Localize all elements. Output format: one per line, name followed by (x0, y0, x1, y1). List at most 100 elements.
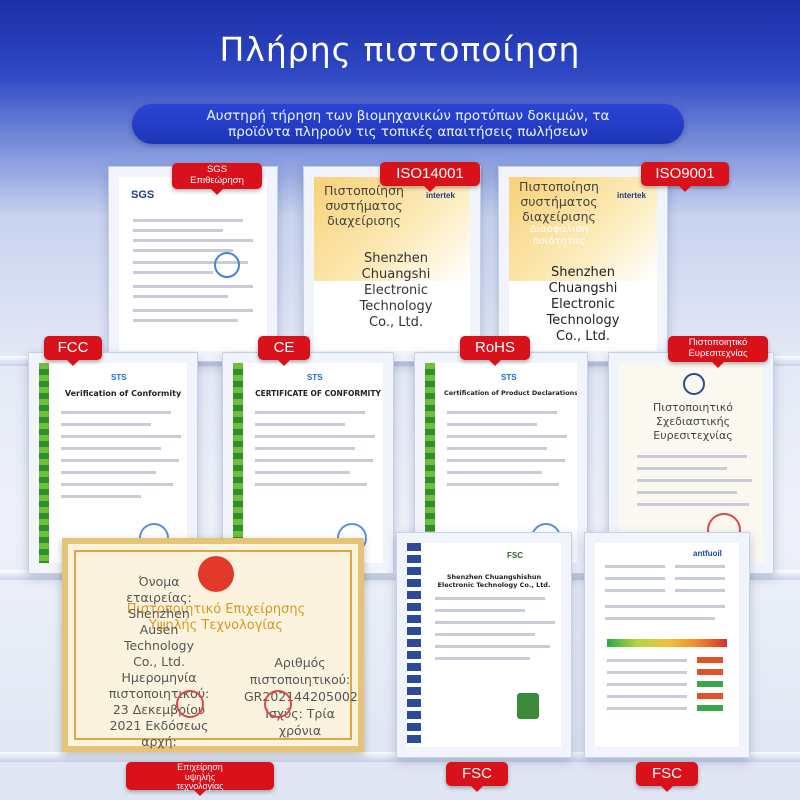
hightech-validity-line-1: Ισχύς: Τρία (265, 706, 335, 721)
hightech-number-line-3: GR202144205002 (244, 689, 358, 704)
fsc1-side-band (407, 543, 421, 747)
rating-scale-bar (607, 639, 727, 647)
tag-iso14001: ISO14001 (380, 162, 480, 192)
certificate-iso9001: intertek Πιστοποίηση συστήματος διαχείρι… (498, 166, 668, 362)
rating-mark-5 (697, 705, 723, 711)
tag-patent-line-1: Πιστοποιητικό (688, 337, 748, 348)
iso9001-caption-line-1: Πιστοποίηση (519, 179, 599, 194)
fsc2-logo-text: antfuoil (693, 549, 722, 558)
fsc1-company-line-1: Shenzhen Chuangshishun (446, 573, 542, 581)
tag-fsc-1: FSC (446, 762, 508, 792)
iso9001-caption-line-4: Διασφάλιση (529, 224, 589, 235)
fcc-logo-text: STS (111, 373, 127, 382)
subtitle-line-1: Αυστηρή τήρηση των βιομηχανικών προτύπων… (206, 108, 610, 124)
tag-patent-line-2: Ευρεσιτεχνίας (688, 348, 748, 359)
certificate-sgs: SGS (108, 166, 278, 362)
sgs-logo-text: SGS (131, 189, 155, 201)
tag-patent: Πιστοποιητικό Ευρεσιτεχνίας (668, 336, 768, 368)
hightech-number-line-2: πιστοποιητικού: (249, 672, 351, 687)
tag-sgs: SGS Επιθεώρηση (172, 163, 262, 195)
iso14001-caption-line-1: Πιστοποίηση (324, 183, 404, 198)
rating-mark-1 (697, 657, 723, 663)
fcc-heading: Verification of Conformity (64, 389, 182, 398)
certificate-fcc: STS Verification of Conformity (28, 352, 198, 574)
iso14001-logo-text: intertek (426, 191, 455, 200)
sgs-seal-icon (214, 252, 240, 278)
fsc1-company: Shenzhen Chuangshishun Electronic Techno… (429, 573, 559, 589)
iso14001-company-line-5: Co., Ltd. (369, 315, 423, 330)
subtitle-banner: Αυστηρή τήρηση των βιομηχανικών προτύπων… (132, 104, 684, 144)
tag-fcc: FCC (44, 336, 102, 366)
hightech-company-line-2: εταιρείας: (126, 590, 192, 605)
rating-mark-2 (697, 669, 723, 675)
tag-iso9001: ISO9001 (641, 162, 729, 192)
page-title: Πλήρης πιστοποίηση (219, 30, 581, 69)
rating-mark-3 (697, 681, 723, 687)
iso9001-caption-line-3: διαχείρισης (522, 209, 596, 224)
hightech-company-line-5: Technology (123, 638, 195, 653)
ce-logo-text: STS (307, 373, 323, 382)
hightech-date-line-5: αρχή: (141, 734, 177, 749)
tag-sgs-line-1: SGS (206, 164, 228, 175)
patent-caption-line-2: Σχεδιαστικής (655, 415, 731, 428)
iso9001-caption-line-5: ποιότητας (532, 236, 586, 247)
iso9001-logo-text: intertek (617, 191, 646, 200)
hightech-emblem-icon (198, 556, 234, 592)
iso14001-company-line-1: Shenzhen (363, 251, 429, 266)
fsc1-company-line-2: Electronic Technology Co., Ltd. (437, 581, 551, 589)
iso14001-caption-line-2: συστήματος (325, 198, 403, 213)
hightech-title: Πιστοποιητικό Επιχείρησης Υψηλής Τεχνολο… (106, 602, 326, 634)
rohs-heading: Certification of Product Declarations (443, 389, 577, 397)
ce-heading: CERTIFICATE OF CONFORMITY (255, 389, 381, 398)
tag-hightech-line-3: τεχνολογίας (176, 781, 224, 791)
iso9001-company-line-1: Shenzhen (550, 265, 616, 280)
iso9001-caption-line-2: συστήματος (520, 194, 598, 209)
iso14001-caption-line-3: διαχείρισης (327, 213, 401, 228)
iso9001-company-line-4: Technology (546, 313, 620, 328)
hightech-number: Αριθμός πιστοποιητικού: GR202144205002 Ι… (244, 654, 358, 739)
iso9001-company: Shenzhen Chuangshi Electronic Technology… (523, 265, 643, 345)
certificate-fsc-2: antfuoil (584, 532, 750, 758)
certificate-iso14001: intertek Πιστοποίηση συστήματος διαχείρι… (303, 166, 481, 362)
iso14001-company-line-2: Chuangshi (361, 267, 431, 282)
fsc1-logo-text: FSC (507, 551, 523, 560)
patent-emblem-icon (683, 373, 705, 395)
hightech-seal-right-icon (264, 690, 292, 718)
tag-hightech-line-1: Επιχείρηση (177, 762, 223, 772)
rohs-logo-text: STS (501, 373, 517, 382)
tag-fsc-2: FSC (636, 762, 698, 792)
hightech-number-line-1: Αριθμός (274, 655, 326, 670)
hightech-title-line-2: Υψηλής Τεχνολογίας (148, 618, 284, 633)
tag-sgs-line-2: Επιθεώρηση (190, 175, 244, 186)
hightech-validity-line-2: χρόνια (278, 723, 322, 738)
iso14001-company-line-4: Technology (359, 299, 433, 314)
hightech-company-line-4: Ausen (139, 622, 179, 637)
iso9001-caption: Πιστοποίηση συστήματος διαχείρισης Διασφ… (509, 179, 609, 248)
hightech-title-line-1: Πιστοποιητικό Επιχείρησης (126, 602, 306, 617)
hightech-date-line-1: Ημερομηνία (121, 670, 197, 685)
iso9001-company-line-2: Chuangshi (548, 281, 618, 296)
hightech-company-line-6: Co., Ltd. (133, 654, 185, 669)
rating-mark-4 (697, 693, 723, 699)
iso9001-company-line-3: Electronic (550, 297, 616, 312)
tag-ce: CE (258, 336, 310, 366)
iso14001-company-line-3: Electronic (363, 283, 429, 298)
patent-caption-line-1: Πιστοποιητικό (653, 401, 733, 414)
hightech-seal-left-icon (176, 690, 204, 718)
tag-rohs: RoHS (460, 336, 530, 366)
iso14001-caption: Πιστοποίηση συστήματος διαχείρισης (314, 183, 414, 228)
patent-caption: Πιστοποιητικό Σχεδιαστικής Ευρεσιτεχνίας (637, 401, 749, 443)
hightech-company: Όνομα εταιρείας: Shenzhen Ausen Technolo… (104, 574, 214, 670)
patent-caption-line-3: Ευρεσιτεχνίας (653, 429, 733, 442)
tag-hightech: Επιχείρηση υψηλής τεχνολογίας (126, 762, 274, 796)
hightech-company-line-1: Όνομα (138, 574, 180, 589)
hightech-company-line-3: Shenzhen (128, 606, 190, 621)
certificate-ce: STS CERTIFICATE OF CONFORMITY (222, 352, 394, 574)
iso9001-company-line-5: Co., Ltd. (556, 329, 610, 344)
subtitle-line-2: προϊόντα πληρούν τις τοπικές απαιτήσεις … (228, 124, 588, 140)
iso14001-company: Shenzhen Chuangshi Electronic Technology… (336, 251, 456, 331)
hightech-date-line-4: 2021 Εκδόσεως (109, 718, 209, 733)
certificate-fsc-1: FSC Shenzhen Chuangshishun Electronic Te… (396, 532, 572, 758)
fsc-tree-icon (517, 693, 539, 719)
certificate-hightech: Πιστοποιητικό Επιχείρησης Υψηλής Τεχνολο… (62, 538, 364, 752)
